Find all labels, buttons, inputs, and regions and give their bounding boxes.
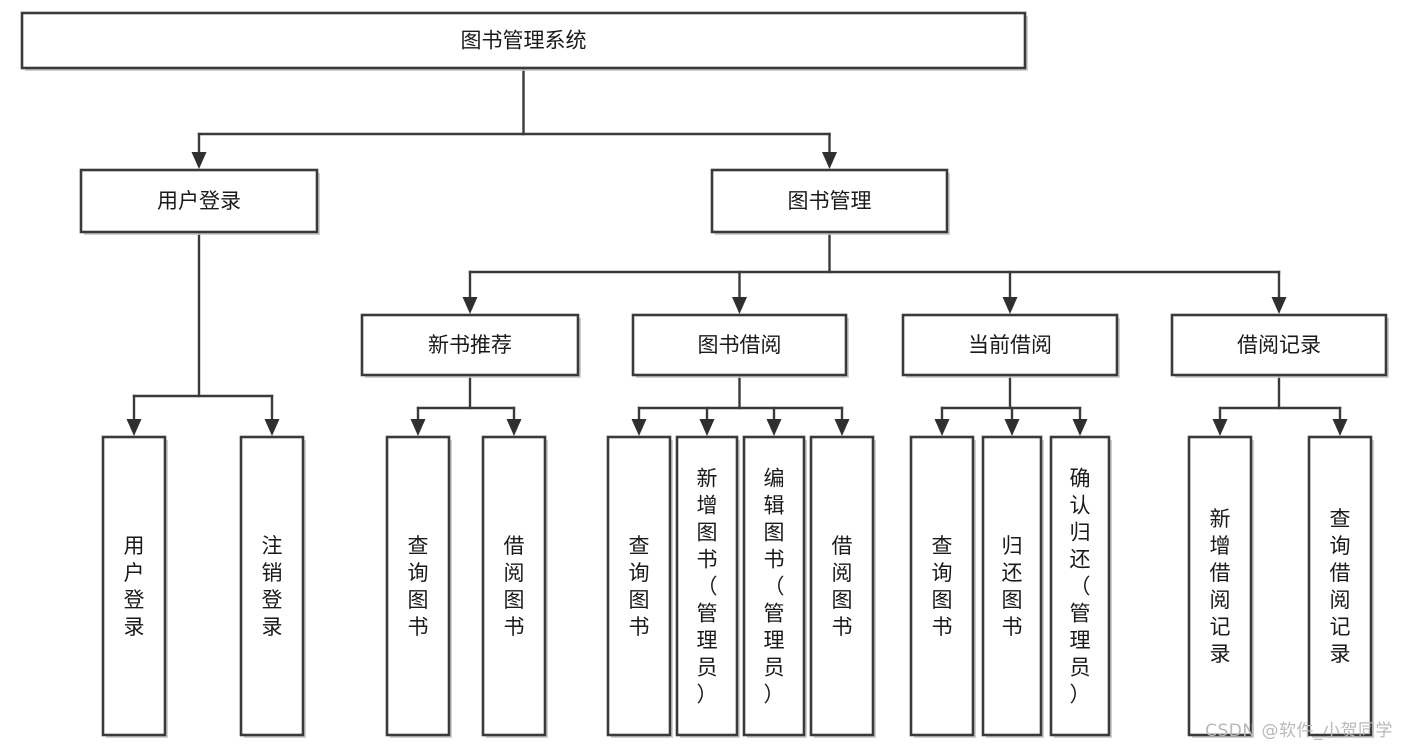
node-label: 查询借阅记录 <box>1330 507 1351 666</box>
node-fn-borrow-edit[interactable]: 编辑图书（管理员） <box>742 435 807 738</box>
node-label: 新书推荐 <box>428 333 512 357</box>
arrow-head-icon <box>264 419 280 436</box>
node-label: 查询图书 <box>932 534 953 639</box>
edge-group-bookborrow-to-fns <box>631 373 850 436</box>
arrow-head-icon <box>766 419 782 436</box>
arrow-head-icon <box>126 419 142 436</box>
arrow-head-icon <box>462 297 478 314</box>
node-label: 图书管理 <box>788 189 872 213</box>
edge-group-root-to-level1 <box>191 66 837 169</box>
node-fn-user-login[interactable]: 用户登录 <box>101 435 168 738</box>
node-label: 图书管理系统 <box>461 29 587 53</box>
arrow-head-icon <box>631 419 647 436</box>
edge-group-currentborrow-to-fns <box>934 373 1088 436</box>
node-label: 借阅图书 <box>832 534 853 639</box>
arrow-head-icon <box>699 419 715 436</box>
node-fn-rec-query[interactable]: 查询图书 <box>385 435 452 738</box>
node-user-login[interactable]: 用户登录 <box>79 168 320 235</box>
node-label: 用户登录 <box>157 189 241 213</box>
node-label: 编辑图书（管理员） <box>764 467 785 707</box>
arrow-head-icon <box>1271 297 1287 314</box>
node-layer: 图书管理系统用户登录图书管理新书推荐图书借阅当前借阅借阅记录用户登录注销登录查询… <box>20 11 1389 738</box>
arrow-head-icon <box>1212 419 1228 436</box>
node-fn-cur-confirm[interactable]: 确认归还（管理员） <box>1049 435 1112 738</box>
node-book-borrow[interactable]: 图书借阅 <box>631 313 849 378</box>
node-fn-cur-return[interactable]: 归还图书 <box>981 435 1044 738</box>
arrow-head-icon <box>934 419 950 436</box>
node-label: 查询图书 <box>408 534 429 639</box>
node-label: 借阅图书 <box>504 534 525 639</box>
node-current-borrow[interactable]: 当前借阅 <box>901 313 1120 378</box>
edge-group-userlogin-to-fns <box>126 230 280 436</box>
arrow-head-icon <box>822 152 837 169</box>
node-borrow-record[interactable]: 借阅记录 <box>1170 313 1389 378</box>
connector-layer <box>126 66 1348 436</box>
arrow-head-icon <box>410 419 426 436</box>
node-label: 借阅记录 <box>1237 333 1321 357</box>
arrow-head-icon <box>1002 297 1018 314</box>
node-label: 归还图书 <box>1002 534 1023 639</box>
edge-group-bookmanage-to-level2 <box>462 230 1287 314</box>
node-fn-borrow-add[interactable]: 新增图书（管理员） <box>675 435 740 738</box>
arrow-head-icon <box>191 152 207 169</box>
node-fn-rec-search[interactable]: 查询借阅记录 <box>1307 435 1374 738</box>
node-root[interactable]: 图书管理系统 <box>20 11 1028 71</box>
node-fn-logout[interactable]: 注销登录 <box>239 435 306 738</box>
node-fn-borrow-do[interactable]: 借阅图书 <box>809 435 876 738</box>
edge-group-newbookrec-to-fns <box>410 373 522 436</box>
node-label: 确认归还（管理员） <box>1070 467 1091 707</box>
node-book-manage[interactable]: 图书管理 <box>710 168 950 235</box>
node-label: 查询图书 <box>629 534 650 639</box>
node-label: 图书借阅 <box>698 333 782 357</box>
node-label: 当前借阅 <box>968 333 1052 357</box>
node-fn-borrow-query[interactable]: 查询图书 <box>606 435 673 738</box>
node-label: 新增借阅记录 <box>1210 507 1231 666</box>
node-fn-rec-add[interactable]: 新增借阅记录 <box>1187 435 1254 738</box>
edge-group-borrowrecord-to-fns <box>1212 373 1348 436</box>
arrow-head-icon <box>834 419 850 436</box>
node-new-book-rec[interactable]: 新书推荐 <box>360 313 581 378</box>
arrow-head-icon <box>1072 419 1088 436</box>
csdn-watermark: CSDN @软件_小贺同学 <box>1205 721 1393 741</box>
node-fn-cur-query[interactable]: 查询图书 <box>909 435 976 738</box>
arrow-head-icon <box>1004 419 1020 436</box>
arrow-head-icon <box>732 297 747 314</box>
node-label: 用户登录 <box>124 534 145 639</box>
arrow-head-icon <box>1332 419 1348 436</box>
node-label: 新增图书（管理员） <box>697 467 718 707</box>
arrow-head-icon <box>506 419 522 436</box>
node-label: 注销登录 <box>262 534 283 639</box>
node-fn-rec-borrow[interactable]: 借阅图书 <box>481 435 548 738</box>
